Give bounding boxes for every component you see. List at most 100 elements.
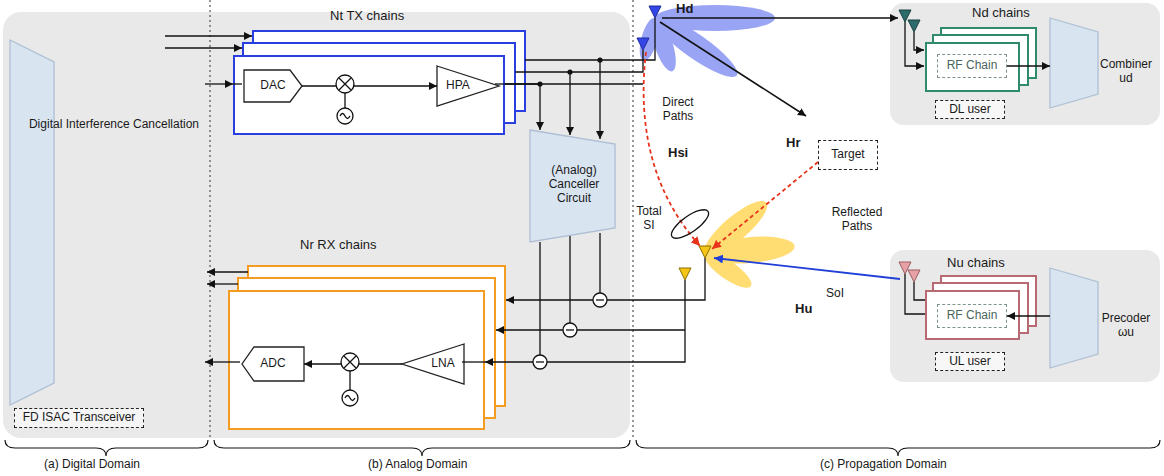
tap-dot [537, 57, 602, 86]
transceiver-label-box: FD ISAC Transceiver [14, 408, 144, 428]
target-box: Target [818, 140, 878, 170]
node-text: Nr RX chains [300, 238, 377, 253]
text-slot: Nr RX chains [300, 238, 377, 253]
subtractor-symbol [533, 355, 547, 369]
signal-connector [1007, 65, 1050, 66]
text-slot: (b) Analog Domain [368, 458, 467, 472]
gray-region [3, 3, 1160, 438]
antenna [679, 268, 691, 280]
mixer-symbol [344, 356, 356, 368]
domain-label: (c) Propagation Domain [820, 458, 947, 472]
channel-arrow [714, 258, 900, 279]
domain-brace [636, 440, 1160, 456]
signal-connector [1007, 315, 1050, 316]
text-slot: HPA [439, 79, 477, 93]
dac-block: DAC [244, 70, 302, 102]
hpa-amplifier-shape [437, 66, 499, 106]
subtractor-symbol [593, 293, 607, 307]
canceller-circuit-shape [530, 130, 615, 242]
channel-label: Hr [786, 136, 800, 151]
mixer-symbol [336, 75, 354, 93]
rf-chain-box: RF Chain [937, 54, 1007, 78]
node-text: UL user [949, 355, 991, 369]
rx-beam-lobe [700, 247, 756, 294]
text-slot: Direct Paths [654, 96, 702, 124]
tap-dot [597, 57, 602, 62]
text-slot: Digital Interference Cancellation [22, 118, 206, 132]
node-text: Target [831, 148, 864, 162]
mixer-symbol [339, 78, 351, 90]
text-slot: Precoder ωu [1098, 312, 1154, 340]
domain-brace [5, 440, 1160, 456]
channel-label: Hd [676, 2, 693, 17]
subtractor-symbol [563, 323, 577, 337]
domain-label: (a) Digital Domain [44, 458, 140, 472]
antenna [637, 6, 920, 282]
tx-chain-box: Nt TX chainsDACHPA [233, 55, 505, 135]
node-text: Nt TX chains [330, 9, 404, 24]
subtractor-symbol [533, 293, 607, 369]
lna-amplifier-shape [402, 344, 464, 384]
domain-divider [210, 0, 211, 440]
signal-connector [205, 83, 233, 84]
text-slot: Hd [676, 2, 693, 17]
node-text: Nu chains [947, 256, 1005, 271]
antenna [908, 20, 920, 32]
path-label: Reflected Paths [826, 206, 888, 234]
ul-chain-box: Nu chainsRF Chain [925, 290, 1020, 340]
channel-arrow [662, 17, 898, 19]
node-text: LNA [424, 357, 462, 371]
domain-divider [210, 0, 633, 440]
path-label: SoI [826, 287, 844, 301]
node-text: Precoder ωu [1098, 312, 1154, 340]
tx-beam-lobe [636, 16, 663, 63]
cancellation-panel-shape [10, 40, 205, 405]
dl-chain-box: Nd chainsRF Chain [925, 42, 1020, 92]
precoder-panel: Precoder ωu [1050, 268, 1155, 368]
signal-connector [485, 242, 540, 362]
signal-wire [914, 282, 925, 300]
signal-wire [547, 280, 685, 362]
text-slot: Nd chains [972, 6, 1030, 21]
gray-region [3, 12, 630, 438]
adc-block-shape [242, 347, 304, 381]
cancellation-panel: Digital Interference Cancellation [10, 40, 205, 405]
channel-label: Hu [795, 302, 812, 317]
signal-wire [207, 283, 238, 284]
combiner-panel-shape [1050, 18, 1098, 108]
oscillator-symbol [342, 390, 358, 406]
text-slot: SoI [826, 287, 844, 301]
signal-connector [505, 84, 540, 130]
channel-arrow [712, 162, 818, 249]
rf-chain-box: RF Chain [937, 304, 1007, 328]
subtractor-symbol [596, 299, 604, 300]
text-slot: (c) Propagation Domain [820, 458, 947, 472]
oscillator-symbol [340, 114, 350, 119]
subtractor-symbol [566, 329, 574, 330]
text-slot: Nu chains [947, 256, 1005, 271]
oscillator-symbol [337, 108, 353, 124]
domain-divider [633, 0, 634, 440]
dac-block-shape [244, 70, 302, 102]
path-label: Direct Paths [654, 96, 702, 124]
subtractor-symbol [536, 361, 544, 362]
node-text: Nd chains [972, 6, 1030, 21]
tap-dot [537, 81, 542, 86]
text-slot: LNA [424, 357, 462, 371]
oscillator-symbol [345, 396, 355, 401]
text-slot: Nt TX chains [330, 9, 404, 24]
text-slot: Combiner ud [1098, 58, 1154, 86]
node-text: RF Chain [947, 309, 998, 323]
signal-wire [914, 32, 924, 50]
text-slot: Reflected Paths [826, 206, 888, 234]
signal-wire [569, 72, 570, 135]
hpa-amplifier: HPA [437, 66, 499, 106]
antenna [649, 6, 661, 18]
tx-beam-lobe [636, 5, 775, 85]
text-slot: (Analog) Canceller Circuit [535, 164, 613, 205]
precoder-panel-shape [1050, 268, 1098, 368]
node-text: (Analog) Canceller Circuit [535, 164, 613, 205]
canceller-circuit: (Analog) Canceller Circuit [530, 130, 615, 242]
domain-label: (b) Analog Domain [368, 458, 467, 472]
